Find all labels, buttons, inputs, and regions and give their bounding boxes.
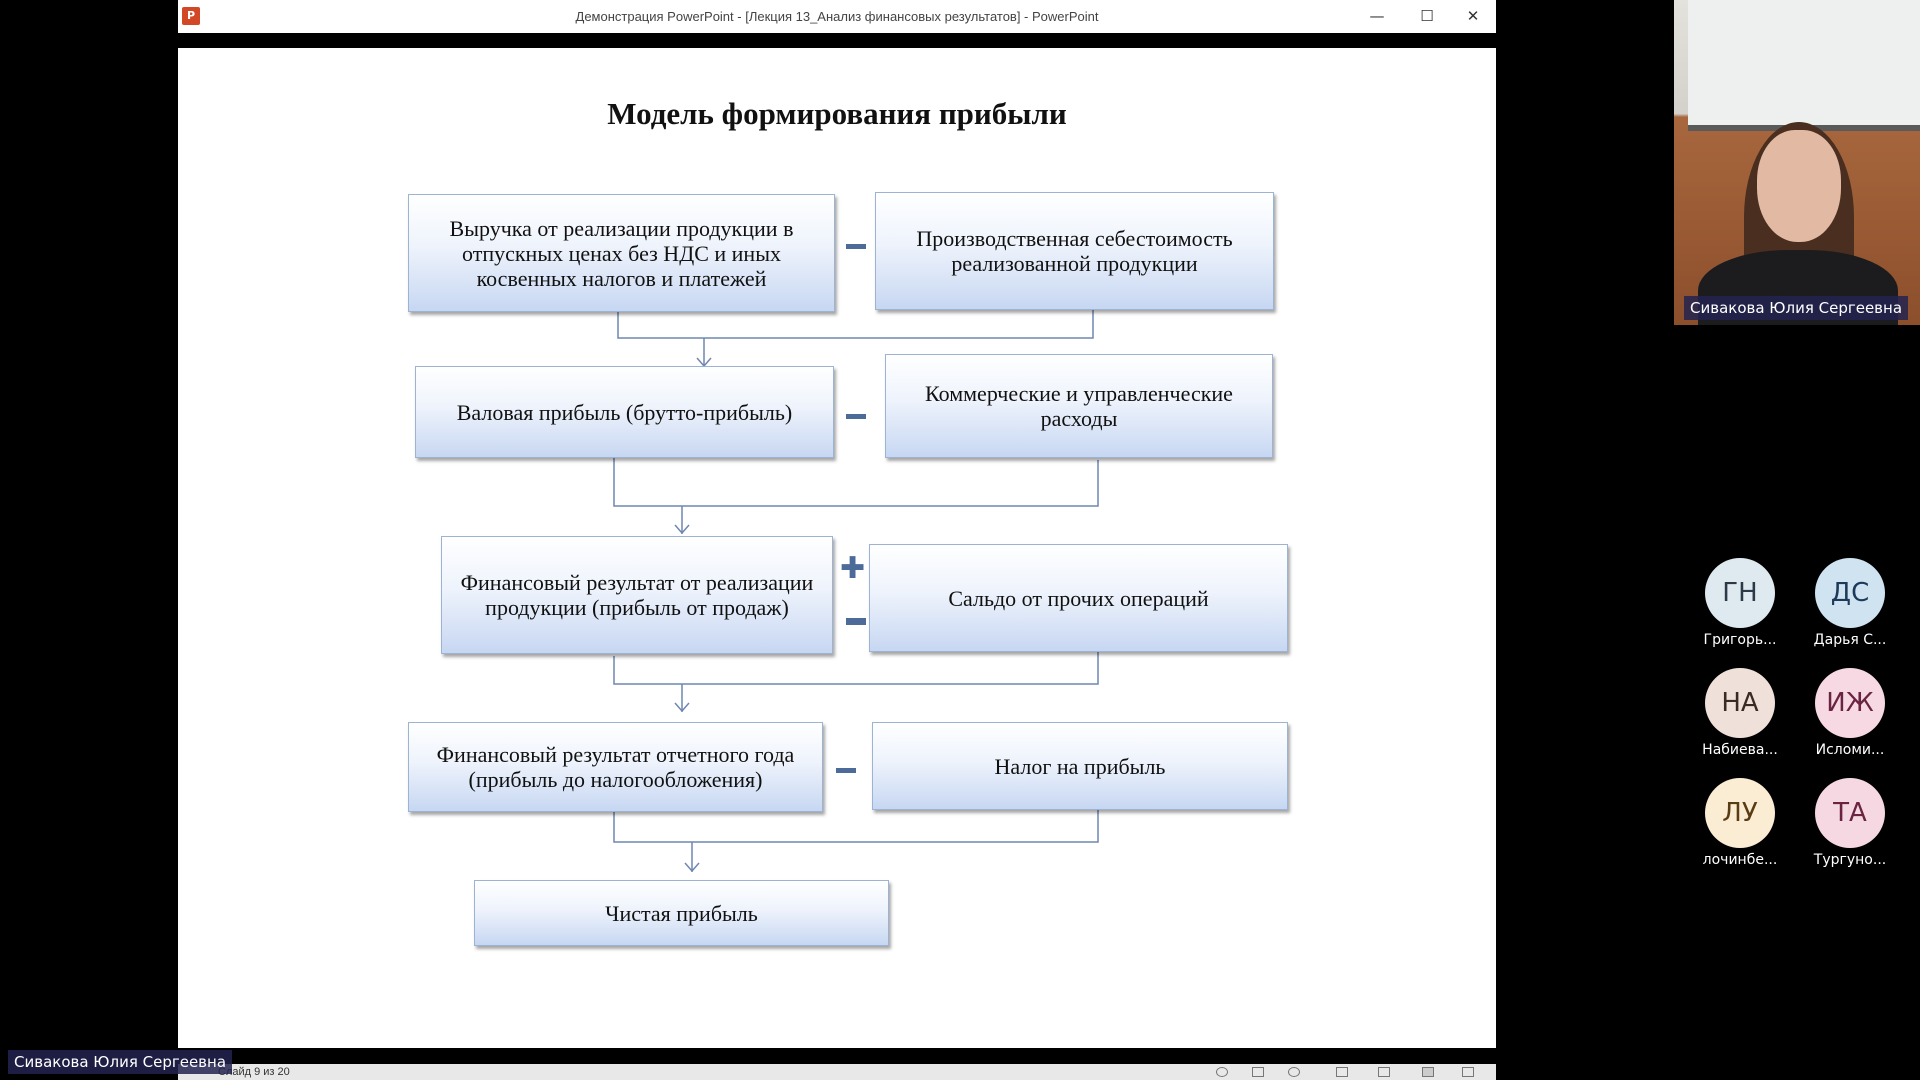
pretax-result-box: Финансовый результат отчетного года (при… [408,722,823,812]
window-title: Демонстрация PowerPoint - [Лекция 13_Ана… [575,9,1099,24]
powerpoint-icon: P [182,7,200,25]
participant-name: лочинбе... [1702,852,1778,868]
notes-icon[interactable] [1252,1067,1264,1077]
participant-avatar: ТА [1815,778,1885,848]
participant-tile[interactable]: ДС Дарья С... [1800,558,1900,648]
net-profit-box: Чистая прибыль [474,880,889,946]
participant-tile[interactable]: ИЖ Исломи... [1800,668,1900,758]
participant-name: Григорь... [1703,632,1777,648]
presenter-face [1757,130,1841,242]
participant-avatar: ДС [1815,558,1885,628]
connector-lines [613,310,1099,873]
participant-tile[interactable]: НА Набиева... [1690,668,1790,758]
next-icon[interactable] [1288,1067,1300,1077]
participant-tile[interactable]: ЛУ лочинбе... [1690,778,1790,868]
cost-box: Производственная себестоимость реализова… [875,192,1274,310]
whiteboard-background [1688,0,1920,131]
gross-profit-box: Валовая прибыль (брутто-прибыль) [415,366,834,458]
commercial-expenses-box: Коммерческие и управленческие расходы [885,354,1273,458]
minimize-button[interactable]: — [1369,7,1385,25]
title-bar: P Демонстрация PowerPoint - [Лекция 13_А… [178,0,1496,33]
presenter-name-tag: Сивакова Юлия Сергеевна [8,1050,233,1074]
minus-sign [836,768,856,773]
minus-sign [846,618,866,625]
participant-tile[interactable]: ГН Григорь... [1690,558,1790,648]
slide-counter: Слайд 9 из 20 [218,1066,290,1078]
other-operations-box: Сальдо от прочих операций [869,544,1288,652]
slide[interactable]: Модель формирования прибыли Выручка от р… [178,48,1496,1048]
slide-title: Модель формирования прибыли [607,96,1067,131]
participant-name: Исломи... [1815,742,1885,758]
reading-view-icon[interactable] [1422,1067,1434,1077]
participant-avatar: ЛУ [1705,778,1775,848]
slideshow-icon[interactable] [1462,1067,1474,1077]
participant-tile[interactable]: ТА Тургуно... [1800,778,1900,868]
video-name-tag: Сивакова Юлия Сергеевна [1684,296,1909,320]
slide-sorter-icon[interactable] [1378,1067,1390,1077]
previous-icon[interactable] [1216,1067,1228,1077]
status-bar: Слайд 9 из 20 [178,1064,1496,1080]
participant-name: Набиева... [1702,742,1778,758]
presenter-video[interactable]: Сивакова Юлия Сергеевна [1674,0,1920,325]
powerpoint-window: P Демонстрация PowerPoint - [Лекция 13_А… [178,0,1496,1080]
minus-sign [846,244,866,249]
participant-avatar: ИЖ [1815,668,1885,738]
sales-result-box: Финансовый результат от реализации проду… [441,536,833,654]
participant-avatar: НА [1705,668,1775,738]
revenue-box: Выручка от реализации продукции в отпуск… [408,194,835,312]
close-button[interactable]: ✕ [1466,7,1480,25]
plus-sign: ✚ [840,551,866,586]
minus-sign [846,414,866,419]
maximize-button[interactable]: ☐ [1420,7,1434,25]
participant-avatar: ГН [1705,558,1775,628]
income-tax-box: Налог на прибыль [872,722,1288,810]
participant-name: Тургуно... [1813,852,1887,868]
normal-view-icon[interactable] [1336,1067,1348,1077]
participant-name: Дарья С... [1813,632,1887,648]
